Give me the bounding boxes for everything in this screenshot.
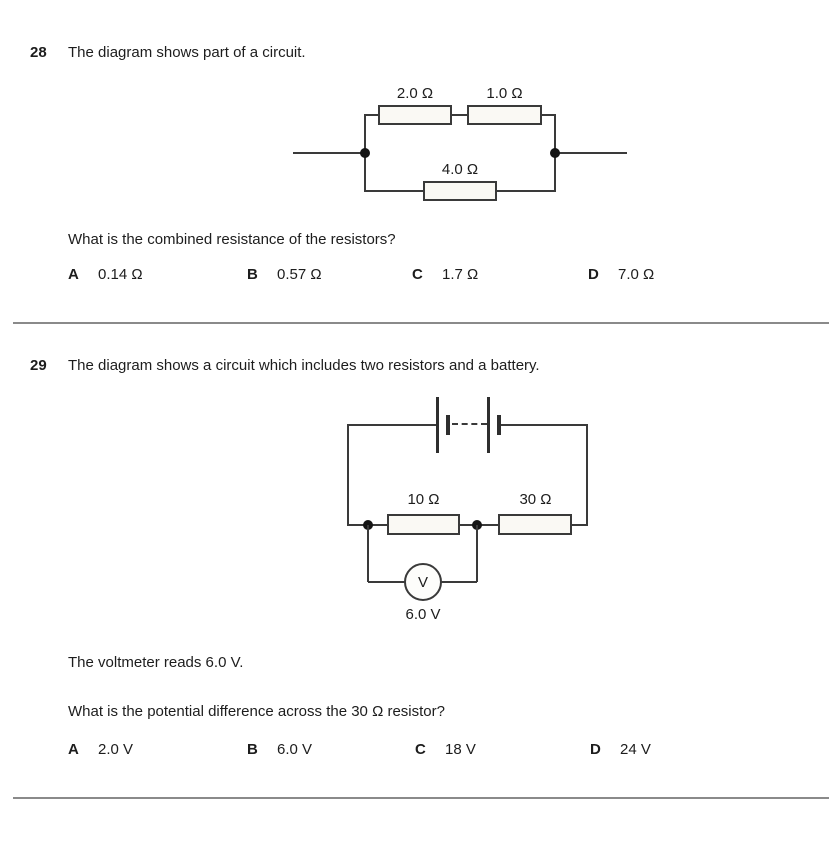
option-value: 0.14 Ω [98, 266, 143, 283]
wire-top-right [501, 424, 588, 426]
wire-left-vertical [347, 424, 349, 526]
option-29-a: A 2.0 V [68, 741, 133, 759]
voltmeter-wire-right-vertical [476, 525, 478, 582]
option-letter: C [412, 266, 423, 283]
voltmeter-letter: V [417, 573, 428, 591]
option-value: 7.0 Ω [618, 266, 655, 283]
battery-long-plate [436, 397, 439, 453]
resistor-2ohm [378, 105, 452, 125]
option-28-b: B 0.57 Ω [247, 266, 322, 284]
option-value: 1.7 Ω [442, 266, 479, 283]
option-letter: A [68, 266, 79, 283]
resistor-label-10ohm: 10 Ω [407, 491, 440, 508]
option-letter: B [247, 266, 258, 283]
question-28-prompt: The diagram shows part of a circuit. [68, 44, 306, 61]
battery-long-plate [487, 397, 490, 453]
resistor-label-2ohm: 2.0 Ω [396, 85, 434, 102]
option-value: 24 V [620, 741, 651, 758]
option-value: 6.0 V [277, 741, 313, 758]
resistor-label-1ohm: 1.0 Ω [486, 85, 523, 102]
resistor-10ohm [387, 514, 460, 535]
resistor-label-4ohm: 4.0 Ω [441, 161, 479, 178]
option-letter: D [590, 741, 601, 758]
battery-short-plate [497, 415, 501, 435]
junction-dot-right [550, 148, 560, 158]
wire-bottom [348, 524, 588, 526]
resistor-label-30ohm: 30 Ω [519, 491, 552, 508]
option-letter: B [247, 741, 258, 758]
question-28-text: What is the combined resistance of the r… [68, 231, 396, 248]
battery-dashed-link [452, 423, 487, 425]
question-28-number: 28 [30, 44, 47, 61]
question-29-number: 29 [30, 357, 47, 374]
voltmeter-reading-label: 6.0 V [405, 606, 441, 623]
option-28-d: D 7.0 Ω [588, 266, 654, 284]
option-29-b: B 6.0 V [247, 741, 312, 759]
option-29-d: D 24 V [590, 741, 651, 759]
junction-dot-left [360, 148, 370, 158]
option-letter: C [415, 741, 426, 758]
option-letter: D [588, 266, 599, 283]
wire-lead-right [555, 152, 627, 154]
question-29-prompt: The diagram shows a circuit which includ… [68, 357, 540, 374]
resistor-4ohm [423, 181, 497, 201]
voltmeter-icon: V [404, 563, 442, 601]
resistor-30ohm [498, 514, 572, 535]
wire-top-left [348, 424, 438, 426]
question-29-text: What is the potential difference across … [68, 703, 445, 720]
question-29-note: The voltmeter reads 6.0 V. [68, 654, 244, 671]
wire-right-vertical [586, 424, 588, 526]
question-divider [13, 322, 829, 324]
battery-short-plate [446, 415, 450, 435]
wire-top-branch [365, 114, 555, 116]
voltmeter-wire-right [441, 581, 477, 583]
option-value: 0.57 Ω [277, 266, 322, 283]
question-divider [13, 797, 829, 799]
option-value: 2.0 V [98, 741, 134, 758]
voltmeter-wire-left-vertical [367, 525, 369, 582]
wire-lead-left [293, 152, 365, 154]
option-letter: A [68, 741, 79, 758]
option-28-a: A 0.14 Ω [68, 266, 143, 284]
option-28-c: C 1.7 Ω [412, 266, 478, 284]
resistor-1ohm [467, 105, 542, 125]
option-value: 18 V [445, 741, 476, 758]
option-29-c: C 18 V [415, 741, 476, 759]
voltmeter-wire-left [368, 581, 405, 583]
